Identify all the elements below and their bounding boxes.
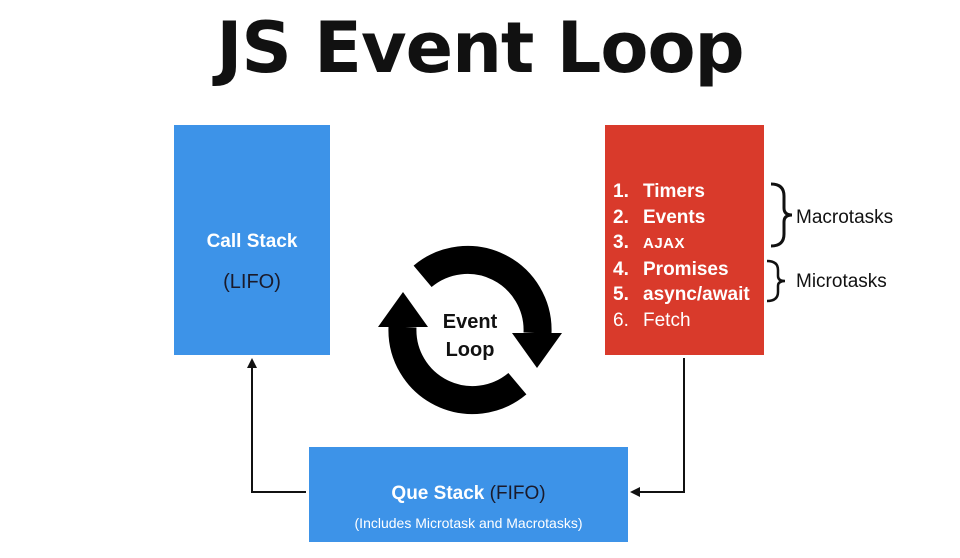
que-stack-title: Que Stack (FIFO) bbox=[309, 483, 628, 505]
task-item-ajax: 3. AJAX bbox=[613, 230, 750, 257]
task-item-async-await: 5. async/await bbox=[613, 282, 750, 308]
task-list: 1. Timers 2. Events 3. AJAX 4. Promises 5. as… bbox=[613, 179, 750, 334]
task-label: AJAX bbox=[643, 235, 686, 253]
task-number: 2. bbox=[613, 206, 629, 228]
macrotasks-brace bbox=[770, 182, 793, 248]
diagram-title: JS Event Loop bbox=[216, 7, 744, 89]
call-stack-order: (LIFO) bbox=[223, 271, 281, 293]
que-stack-label: Que Stack bbox=[391, 483, 485, 504]
microtasks-brace bbox=[766, 259, 786, 303]
task-label: async/await bbox=[643, 284, 750, 306]
que-stack-sub: (Includes Microtask and Macrotasks) bbox=[354, 515, 583, 531]
task-item-events: 2. Events bbox=[613, 205, 750, 231]
microtasks-label: Microtasks bbox=[796, 271, 887, 292]
task-label: Events bbox=[643, 206, 706, 228]
call-stack-box: Call Stack (LIFO) bbox=[174, 125, 330, 355]
task-number: 3. bbox=[613, 232, 629, 254]
event-loop-cycle-icon bbox=[378, 245, 562, 415]
task-label: Timers bbox=[643, 181, 705, 202]
que-stack-order: (FIFO) bbox=[489, 483, 546, 504]
event-loop-line1: Event bbox=[442, 311, 498, 333]
task-number: 5. bbox=[613, 284, 629, 306]
task-item-fetch: 6. Fetch bbox=[613, 308, 750, 334]
queue-to-callstack-arrow bbox=[247, 358, 306, 493]
task-sources-box: 1. Timers 2. Events 3. AJAX 4. Promises 5. as… bbox=[605, 125, 764, 355]
event-loop-line2: Loop bbox=[445, 339, 495, 361]
task-label: Promises bbox=[643, 258, 729, 280]
task-item-promises: 4. Promises bbox=[613, 257, 750, 283]
task-number: 1. bbox=[613, 181, 629, 202]
task-item-timers: 1. Timers bbox=[613, 179, 750, 205]
task-label: Fetch bbox=[643, 309, 691, 331]
tasks-to-queue-arrow bbox=[630, 358, 685, 497]
macrotasks-label: Macrotasks bbox=[796, 207, 894, 228]
task-number: 6. bbox=[613, 309, 629, 331]
event-loop-label: Event Loop bbox=[420, 308, 520, 364]
task-number: 4. bbox=[613, 258, 629, 280]
que-stack-box: Que Stack (FIFO) (Includes Microtask and… bbox=[309, 447, 628, 542]
call-stack-label: Call Stack bbox=[206, 231, 298, 252]
